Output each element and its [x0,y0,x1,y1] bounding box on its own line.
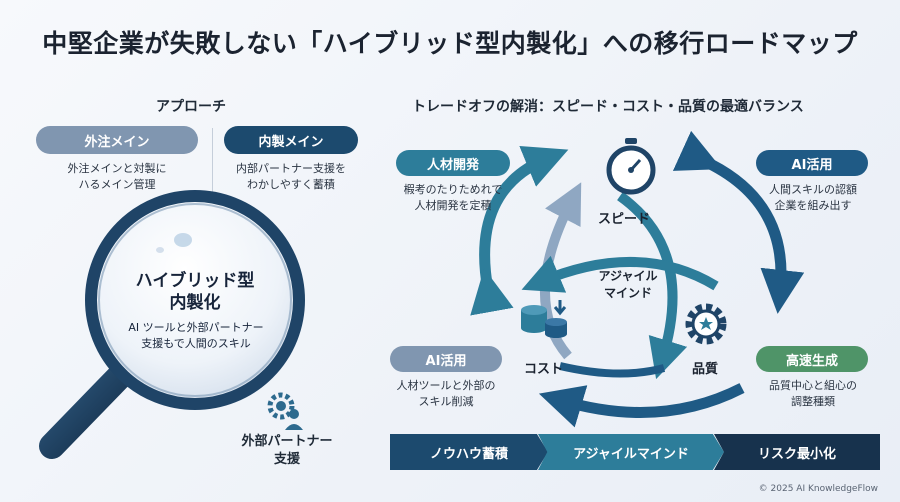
outsourcing-desc-line-1: 外注メインと対製に [67,162,167,175]
ai-bottom-card-desc: 人材ツールと外部の スキル削減 [376,378,516,410]
agile-mind-center: アジャイル マインド [588,268,668,302]
lens-desc-line-1: AI ツールと外部パートナー [128,321,264,334]
partner-support-line-1: 外部パートナー [241,434,333,449]
lens-title-line-2: 内製化 [169,293,221,313]
approach-divider [212,128,213,198]
fast-desc-line-2: 調整種類 [791,395,835,408]
inhouse-desc-line-1: 内部パートナー支援を [236,162,346,175]
copyright-footer: © 2025 AI KnowledgeFlow [758,484,878,494]
talent-desc-line-2: 人材開発を定積 [414,199,492,212]
partner-support-label: 外部パートナー 支援 [222,433,352,469]
ai-top-desc-line-1: 人間スキルの認額 [769,183,857,196]
inhouse-desc: 内部パートナー支援を わかしやすく蓄積 [216,161,366,193]
ai-top-desc-line-2: 企業を組み出す [774,199,852,212]
stopwatch-icon [606,138,656,195]
node-cost: コスト [524,362,564,377]
page-title: 中堅企業が失敗しない「ハイブリッド型内製化」への移行ロードマップ [42,29,858,58]
outsourcing-pill: 外注メイン [36,126,198,154]
ai-bottom-desc-line-1: 人材ツールと外部の [396,379,496,392]
approach-heading: アプローチ [156,99,226,115]
talent-desc-line-1: 椵考のたりためれで [403,183,503,196]
tradeoff-heading: トレードオフの解消：スピード・コスト・品質の最適バランス [412,99,804,115]
fast-gen-card-desc: 品質中心と組心の 調整種類 [744,378,882,410]
ai-bottom-desc-line-2: スキル削減 [418,395,474,408]
lens-title: ハイブリッド型 内製化 [110,270,280,314]
node-quality: 品質 [692,362,719,377]
agile-center-line-1: アジャイル [598,269,658,283]
node-speed: スピード [598,212,651,227]
ai-bottom-card-pill: AI活用 [390,346,502,372]
talent-card-desc: 椵考のたりためれで 人材開発を定積 [380,182,526,214]
coin-stack-icon [521,300,567,338]
outsourcing-desc-line-2: ハるメイン管理 [78,178,156,191]
step-knowhow: ノウハウ蓄積 [390,434,548,470]
ai-top-card-pill: AI活用 [756,150,868,176]
inhouse-pill: 内製メイン [224,126,358,154]
step-risk-min: リスク最小化 [714,434,880,470]
step-agile-mind: アジャイルマインド [538,434,724,470]
ai-top-card-desc: 人間スキルの認額 企業を組み出す [744,182,882,214]
inhouse-desc-line-2: わかしやすく蓄積 [247,178,335,191]
fast-desc-line-1: 品質中心と組心の [769,379,857,392]
lens-desc: AI ツールと外部パートナー 支援もで人間のスキル [106,320,286,352]
agile-center-line-2: マインド [603,286,652,300]
partner-support-line-2: 支援 [273,452,300,467]
outsourcing-desc: 外注メインと対製に ハるメイン管理 [36,161,198,193]
gear-icon [685,303,727,345]
fast-gen-card-pill: 高速生成 [756,346,868,372]
lens-desc-line-2: 支援もで人間のスキル [141,337,251,350]
talent-card-pill: 人材開発 [396,150,510,176]
lens-title-line-1: ハイブリッド型 [135,271,255,291]
